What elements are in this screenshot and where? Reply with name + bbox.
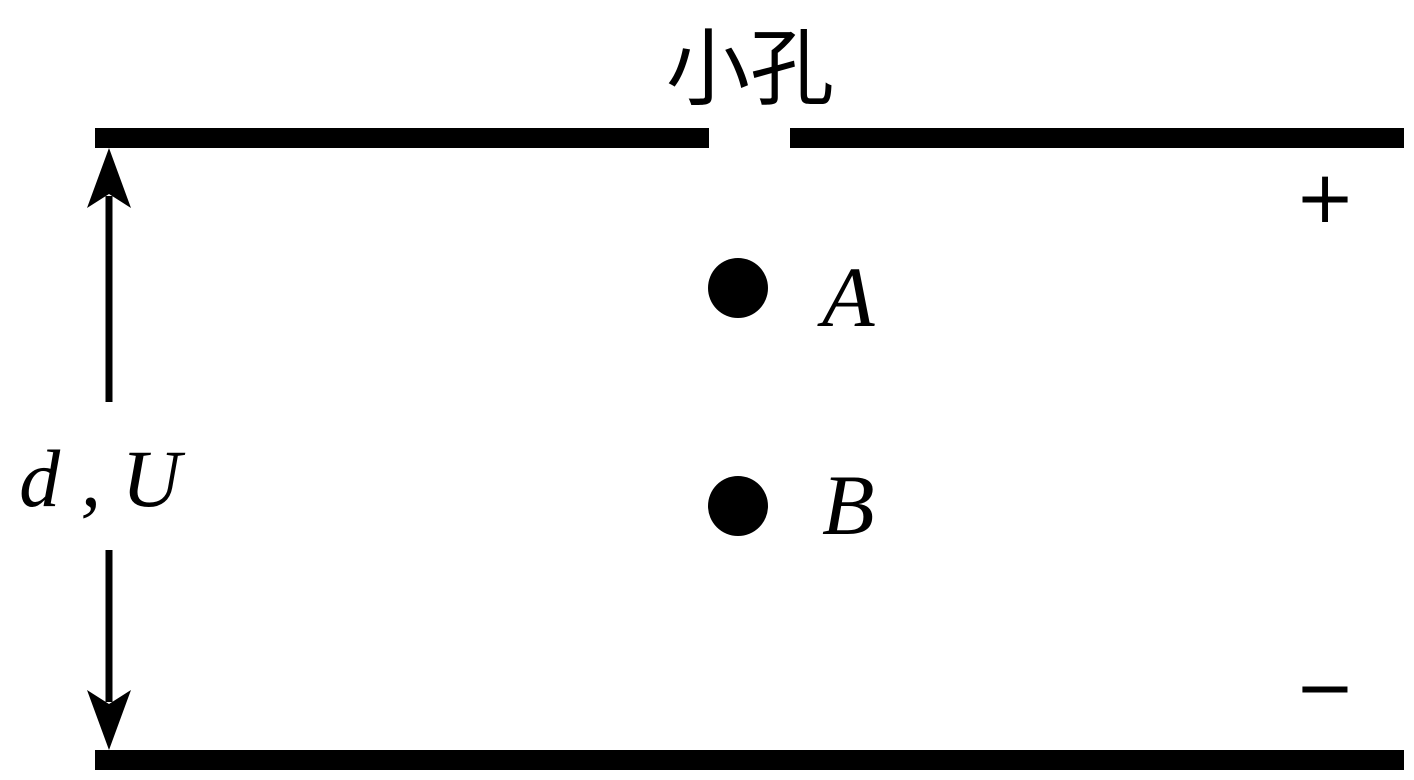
dimension-label: d , U	[19, 433, 186, 524]
dimension-arrow-down	[87, 550, 131, 750]
arrow-up-head-icon	[87, 148, 131, 208]
bottom-plate-polarity: −	[1295, 645, 1355, 729]
dimension-arrow-up	[87, 148, 131, 402]
arrow-down-head-icon	[87, 690, 131, 750]
point-a-label: A	[817, 249, 875, 345]
top-plate-polarity: +	[1295, 155, 1355, 239]
top-plate-left-segment	[95, 128, 709, 148]
point-b-dot	[708, 476, 768, 536]
point-a-dot	[708, 258, 768, 318]
hole-label: 小孔	[666, 20, 834, 118]
top-plate-right-segment	[790, 128, 1404, 148]
point-b-label: B	[822, 457, 875, 553]
bottom-plate	[95, 750, 1404, 770]
